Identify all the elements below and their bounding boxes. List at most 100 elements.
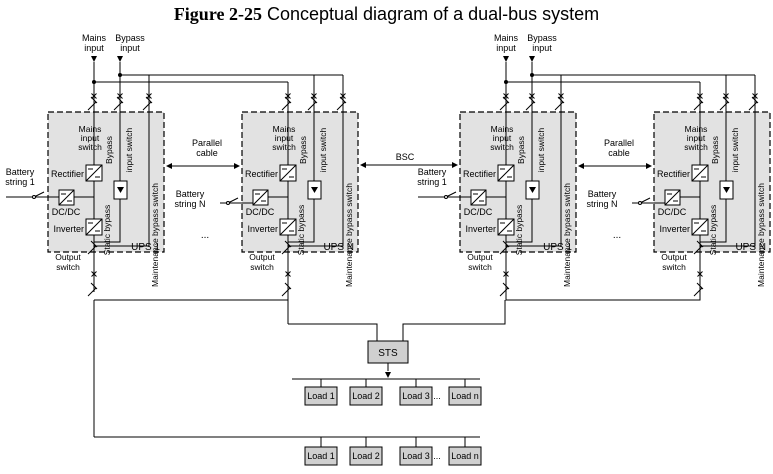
s2-ups-1-inverter [497,218,515,236]
load-group-2-ellipsis: ... [433,451,441,461]
system-2-output-drops [505,256,701,274]
system-2-output-switch-1 [499,282,510,297]
s1-ups-1-static-bypass-label: Static bypass [102,205,112,256]
s1-ups-n-bypass-input-switch-blade [307,101,317,111]
load-group-1-load-4-label: Load n [451,391,479,401]
system-2-output-switch-drops [505,274,701,292]
s2-ups-n-maintenance-line [700,96,756,247]
load-group-2-load-3-label: Load 3 [402,451,430,461]
s2-ups-n-mains-switch-label-line-2: input [687,133,706,143]
system-1-upsn-feeds [287,75,315,96]
sts-label: STS [378,348,398,359]
s1-ups-1-output-switch-mark [87,240,98,255]
system-2-parallel-cable-label-line-1: Parallel [604,138,634,148]
s1-ups-n-battery-label-line-2: string N [174,199,205,209]
system-2-bypass-input-label-line-1: Bypass [527,33,557,43]
s1-ups-1-inverter-diagonal [85,218,103,236]
s2-ups-1-battery-label-line-2: string 1 [417,177,447,187]
s1-ups-n: UPS NMainsinputswitchRectifierInverterOu… [174,96,359,287]
s2-ups-n-bypass-input-switch [719,96,730,111]
bsc-link [360,162,458,168]
system-1-output-drops [93,256,289,274]
system-2-output-switch-n [693,282,704,297]
load-group-1-load-4-box [448,386,482,406]
s2-ups-1-maintenance-bypass-switch-blade [554,101,564,111]
s1-ups-1-static-bypass-thyristor [117,187,124,193]
s2-ups-1-output-switch-label-line-2: switch [468,262,492,272]
s2-ups-n-output-switch-label-line-1: Output [661,252,687,262]
system-1-parallel-cable-label-line-1: Parallel [192,138,222,148]
system-1-output-switch-1-blade [87,287,97,297]
s2-ups-n-inverter-label: Inverter [659,224,690,234]
system-2-maintenance-feeds [560,75,756,96]
s2-ups-1-rectifier-label: Rectifier [463,169,496,179]
s2-ups-n: UPS NMainsinputswitchRectifierInverterOu… [586,96,771,287]
system-2-bypass-arrow [529,56,535,62]
s1-ups-1-battery-switch [32,191,45,199]
system-1-mains-input-label-line-2: input [84,43,104,53]
s2-ups-n-rectifier-label: Rectifier [657,169,690,179]
system-2-upsn-feeds [699,75,727,96]
s1-ups-1-rectifier [85,164,103,182]
s2-ups-1-enclosure [459,111,577,253]
s1-ups-n-battery-switch-pivot [226,201,230,205]
system-1-output-switch-n-blade [281,287,291,297]
s2-ups-1-maintenance-bypass-switch [554,96,565,111]
s1-ups-1-bypass-switch-label-1: Bypass [104,136,114,164]
system-2-parallel-cable-arrow-right [646,163,652,169]
s1-ups-n-rectifier [279,164,297,182]
s1-ups-1-battery-label-line-1: Battery [6,167,35,177]
s2-ups-n-dcdc-label: DC/DC [658,207,687,217]
s2-ups-1-rectifier [497,164,515,182]
s1-ups-1: UPS 1MainsinputswitchRectifierInverterOu… [5,96,165,287]
system-1-parallel-cable [166,163,240,169]
s1-ups-1-maintenance-line [94,96,150,247]
s1-ups-1-bypass-input-switch-blade [113,101,123,111]
s1-ups-n-battery-label-line-1: Battery [176,189,205,199]
s1-ups-1-output-switch-label-line-1: Output [55,252,81,262]
s2-ups-1-inverter-label: Inverter [465,224,496,234]
s2-ups-1-bypass-switch-label-1: Bypass [516,136,526,164]
s1-ups-n-inverter-label: Inverter [247,224,278,234]
s1-ups-n-name: UPS N [323,242,354,253]
figure-number: Figure 2-25 [173,4,262,24]
s1-ups-n-maintenance-bypass-switch [336,96,347,111]
s1-ups-n-inverter [279,218,297,236]
s1-ups-n-static-bypass [307,180,322,200]
system-2-ellipsis: ... [613,230,621,241]
system-2-output-tie [505,292,701,301]
system-2-mains-arrow [503,56,509,62]
s2-ups-1-maintenance-line [506,96,562,247]
system-1-maintenance-feeds [148,75,344,96]
s1-ups-1-dcdc [58,189,75,206]
s2-ups-n-maintenance-bypass-switch-blade [748,101,758,111]
s1-ups-1-maintenance-bypass-switch [142,96,153,111]
s1-ups-1-output-switch-mark-blade [87,245,97,255]
s1-ups-1-output-switch-label-line-2: switch [56,262,80,272]
s1-ups-n-output-switch-mark-blade [281,245,291,255]
load-group-2-load-4-label: Load n [451,451,479,461]
s1-ups-1-mains-switch-label-line-1: Mains [79,124,102,134]
s1-ups-1-dcdc-label: DC/DC [52,207,81,217]
s1-ups-n-output-switch-mark [281,240,292,255]
s1-ups-n-bypass-to-output [288,199,315,243]
load-group-2-load-2-label: Load 2 [352,451,380,461]
s2-ups-n-maintenance-bypass-switch [748,96,759,111]
s2-ups-n-inverter-diagonal [691,218,709,236]
s1-ups-n-inverter-diagonal [279,218,297,236]
system-1-output-switch-drops [93,274,289,292]
load-group-1-load-2-label: Load 2 [352,391,380,401]
s2-ups-n-mains-input-switch [693,96,704,111]
s1-ups-n-battery-switch [226,197,239,205]
s1-ups-n-bypass-switch-label-2: input switch [318,128,328,173]
s2-ups-n-static-bypass-label: Static bypass [708,205,718,256]
s2-ups-n-battery-label-line-1: Battery [588,189,617,199]
s2-ups-1-battery-switch [444,191,457,199]
s2-ups-1-dcdc-diagonal [470,189,487,206]
s1-ups-n-maintenance-line [288,96,344,247]
system-1-parallel-cable-arrow-right [234,163,240,169]
load-group-1-load-2-box [349,386,383,406]
s2-ups-1-inverter-diagonal [497,218,515,236]
